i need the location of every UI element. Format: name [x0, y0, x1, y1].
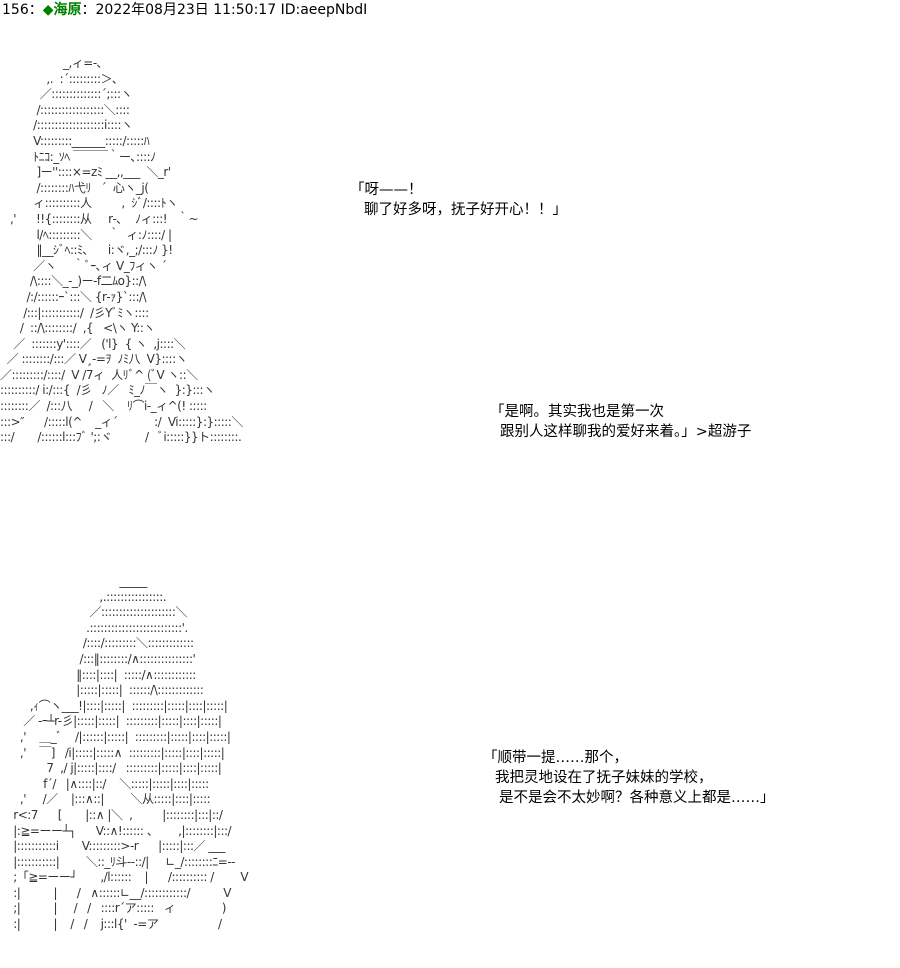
post-number: 156	[2, 2, 29, 18]
dialogue-line: 「顺带一提……那个，	[483, 750, 628, 766]
dialogue-bubble-1: 「呀——！ 聊了好多呀，抚子好开心！！」	[350, 180, 567, 220]
dialogue-line: 聊了好多呀，抚子好开心！！」	[364, 202, 567, 218]
post-header: 156：◆海原：2022年08月23日 11:50:17 ID:aeepNbdI	[2, 0, 367, 20]
poster-id: ID:aeepNbdI	[280, 2, 368, 18]
dialogue-bubble-3: 「顺带一提……那个， 我把灵地设在了抚子妹妹的学校， 是不是会不太妙啊？各种意义…	[483, 748, 775, 808]
dialogue-bubble-2: 「是啊。其实我也是第一次 跟别人这样聊我的爱好来着。」>超游子	[490, 402, 751, 442]
header-separator: ：	[28, 2, 43, 18]
dialogue-line: 跟别人这样聊我的爱好来着。」>超游子	[500, 424, 752, 440]
dialogue-line: 「呀——！	[350, 182, 423, 198]
ascii-art-girl-hat: _,ィ=-､ ,. :´:::::::::＞､ ／::::::::::::::´…	[0, 56, 243, 445]
dialogue-line: 「是啊。其实我也是第一次	[490, 404, 664, 420]
ascii-art-long-hair-figure: _____ ,.::::::::::::::::. ／:::::::::::::…	[13, 574, 249, 932]
poster-name: ◆海原	[42, 2, 82, 18]
dialogue-line: 我把灵地设在了抚子妹妹的学校，	[495, 770, 713, 786]
dialogue-line: 是不是会不太妙啊？各种意义上都是……」	[499, 790, 775, 806]
post-datetime: 2022年08月23日 11:50:17	[95, 2, 277, 18]
header-separator: ：	[81, 2, 96, 18]
